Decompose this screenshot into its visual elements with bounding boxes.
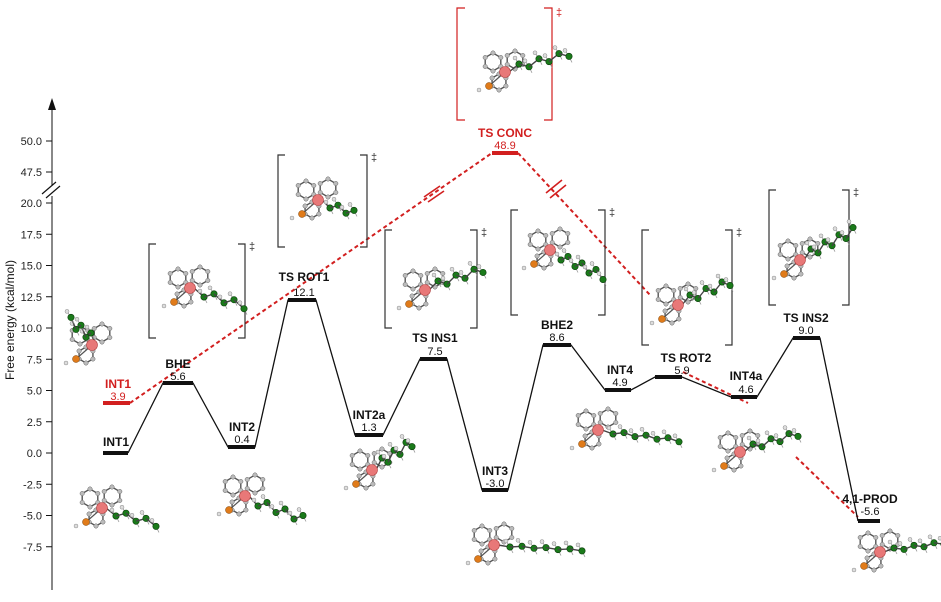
label-int3: INT3 bbox=[482, 464, 508, 478]
state-labels: INT1 INT1 3.9 BHE 5.6 INT2 0.4 TS ROT1 1… bbox=[103, 126, 898, 518]
y-tick-label: 12.5 bbox=[21, 292, 42, 304]
y-tick-label: -7.5 bbox=[23, 542, 42, 554]
value-bhe: 5.6 bbox=[170, 371, 185, 383]
molecule-int1-conc-structure bbox=[63, 309, 113, 366]
conc-connector-4 bbox=[795, 456, 859, 518]
conc-connector-2 bbox=[517, 152, 651, 296]
y-tick-label: 7.5 bbox=[27, 354, 42, 366]
molecule-int2a-structure bbox=[343, 434, 416, 491]
label-ts-ins1: TS INS1 bbox=[412, 331, 458, 345]
break-mark-1 bbox=[423, 185, 445, 203]
axis-break-mark bbox=[41, 181, 61, 199]
bracket-bhe bbox=[148, 243, 246, 339]
ts-mark-bhe: ‡ bbox=[249, 241, 255, 253]
y-tick-label: -2.5 bbox=[23, 479, 42, 491]
label-ts-rot1: TS ROT1 bbox=[279, 270, 330, 284]
ts-mark-ins1: ‡ bbox=[481, 227, 487, 239]
bracket-bhe2 bbox=[510, 209, 606, 316]
molecule-ts-ins2-structure bbox=[771, 219, 857, 281]
label-ts-rot2: TS ROT2 bbox=[661, 351, 712, 365]
label-int1-conc: INT1 bbox=[105, 377, 131, 391]
y-axis-label: Free energy (kcal/mol) bbox=[3, 260, 17, 380]
molecule-ts-rot2-structure bbox=[649, 273, 734, 326]
y-tick-label: 15.0 bbox=[21, 261, 42, 273]
bracket-ts-conc bbox=[456, 7, 553, 121]
conc-connector-1 bbox=[129, 152, 493, 404]
label-bhe: BHE bbox=[165, 357, 190, 371]
value-ts-rot2: 5.9 bbox=[674, 365, 689, 377]
molecule-bhe-structure bbox=[161, 264, 248, 315]
molecule-bhe2-structure bbox=[521, 226, 607, 286]
molecule-int4-structure bbox=[569, 406, 683, 451]
conc-connector-3 bbox=[682, 371, 749, 404]
y-tick-label: 47.5 bbox=[21, 167, 42, 179]
y-tick-label: 20.0 bbox=[21, 198, 42, 210]
molecule-int1-structure bbox=[73, 484, 160, 533]
value-int2a: 1.3 bbox=[361, 422, 376, 434]
label-ts-ins2: TS INS2 bbox=[783, 311, 829, 325]
y-tick-label: 2.5 bbox=[27, 417, 42, 429]
value-4-1-prod: -5.6 bbox=[861, 506, 880, 518]
y-tick-label: -5.0 bbox=[23, 511, 42, 523]
label-bhe2: BHE2 bbox=[541, 318, 573, 332]
molecule-int2-structure bbox=[216, 472, 307, 526]
value-int1-conc: 3.9 bbox=[110, 391, 125, 403]
ts-mark-bhe2: ‡ bbox=[609, 207, 615, 219]
y-tick-label: 17.5 bbox=[21, 229, 42, 241]
ts-mark-rot2: ‡ bbox=[736, 227, 742, 239]
y-ticks-upper: 50.0 47.5 bbox=[21, 136, 52, 179]
value-ts-ins1: 7.5 bbox=[427, 346, 442, 358]
molecule-int4a-structure bbox=[711, 425, 802, 473]
label-int2: INT2 bbox=[229, 420, 255, 434]
value-ts-ins2: 9.0 bbox=[798, 325, 813, 337]
y-tick-label: 0.0 bbox=[27, 448, 42, 460]
ts-mark-rot1: ‡ bbox=[371, 152, 377, 164]
y-ticks-lower: 20.0 17.5 15.0 12.5 10.0 7.5 5.0 2.5 0.0 -2.5 -5.0… bbox=[21, 198, 52, 554]
value-int4a: 4.6 bbox=[738, 384, 753, 396]
value-bhe2: 8.6 bbox=[549, 332, 564, 344]
molecule-ts-ins1-structure bbox=[396, 261, 487, 311]
value-int2: 0.4 bbox=[234, 434, 249, 446]
label-int2a: INT2a bbox=[353, 408, 386, 422]
value-int3: -3.0 bbox=[486, 478, 505, 490]
value-int4: 4.9 bbox=[612, 377, 627, 389]
ts-brackets: ‡ ‡ ‡ ‡ ‡ ‡ ‡ bbox=[148, 7, 859, 346]
bracket-ts-ins1 bbox=[384, 229, 478, 329]
y-tick-label: 5.0 bbox=[27, 386, 42, 398]
y-axis: Free energy (kcal/mol) 20.0 17.5 15.0 12.5 1… bbox=[3, 98, 61, 590]
molecule-4-1-prod-structure bbox=[851, 528, 941, 573]
ts-mark-ins2: ‡ bbox=[853, 187, 859, 199]
y-tick-label: 50.0 bbox=[21, 136, 42, 148]
label-int4a: INT4a bbox=[730, 369, 763, 383]
molecule-int3-structure bbox=[465, 521, 586, 566]
concerted-pathway bbox=[103, 151, 859, 518]
molecule-ts-rot1-structure bbox=[289, 176, 358, 221]
break-mark-2 bbox=[545, 179, 567, 199]
y-tick-label: 10.0 bbox=[21, 323, 42, 335]
molecule-ts-conc-structure bbox=[476, 45, 573, 93]
label-int1-main: INT1 bbox=[103, 435, 129, 449]
label-int4: INT4 bbox=[607, 363, 633, 377]
label-ts-conc: TS CONC bbox=[478, 126, 532, 140]
ts-mark-conc: ‡ bbox=[556, 7, 562, 19]
label-4-1-prod: 4,1-PROD bbox=[842, 492, 898, 506]
bracket-ts-ins2 bbox=[768, 189, 850, 306]
bracket-ts-rot1 bbox=[277, 154, 368, 248]
value-ts-conc: 48.9 bbox=[494, 140, 515, 152]
value-ts-rot1: 12.1 bbox=[293, 287, 314, 299]
main-pathway bbox=[103, 298, 880, 523]
molecule-structures bbox=[63, 45, 941, 573]
y-axis-arrowhead bbox=[48, 98, 56, 110]
